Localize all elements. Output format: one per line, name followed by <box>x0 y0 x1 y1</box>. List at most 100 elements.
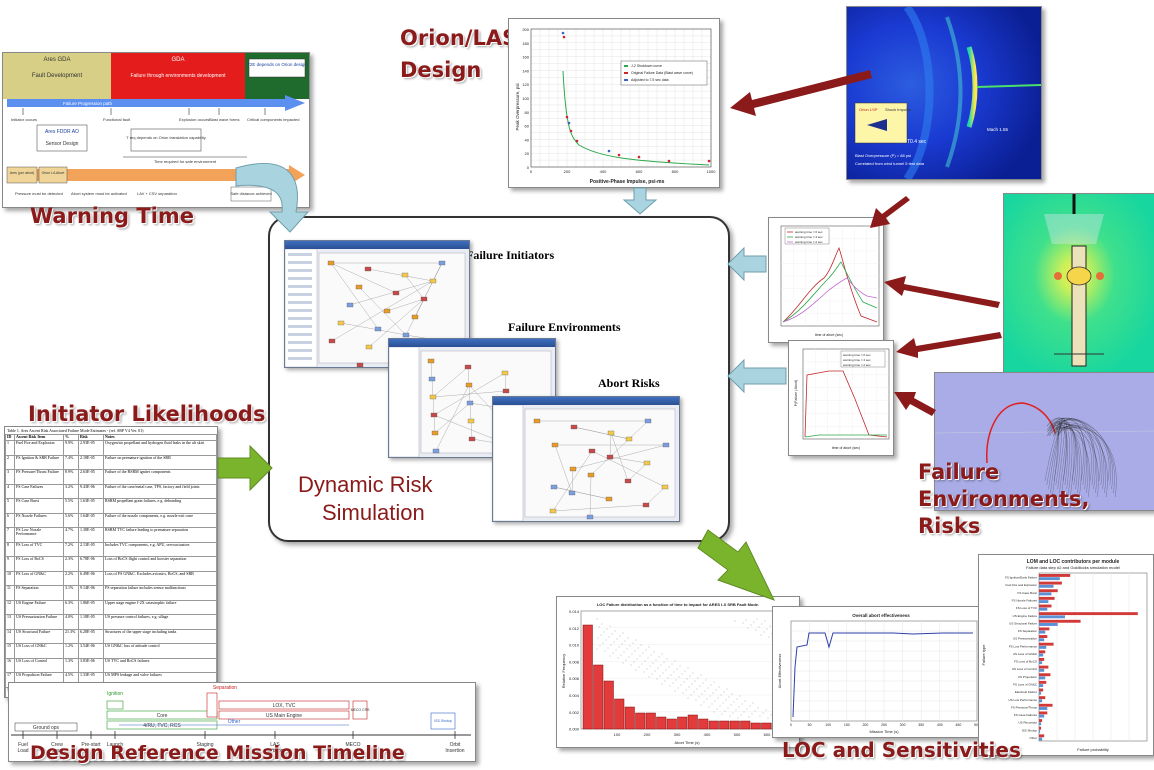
hist-scatter-point <box>714 700 716 702</box>
loc-histogram-svg: LOC Failure distribution as a function o… <box>561 602 794 745</box>
hist-scatter-point <box>717 697 719 699</box>
hist-scatter-point <box>731 693 733 695</box>
orion-ytick: 20 <box>525 151 530 156</box>
hist-scatter-point <box>666 658 668 660</box>
sim-network-edge <box>330 262 397 294</box>
hist-scatter-point <box>654 670 656 672</box>
orion-las-label-line2: Design <box>400 58 482 82</box>
hist-ytick: 0.010 <box>569 643 580 648</box>
sim-tree-item <box>288 349 312 352</box>
sim-network-node <box>551 442 559 448</box>
table-header-cell: Notes <box>103 434 217 441</box>
hist-scatter-point <box>664 680 666 682</box>
hist-scatter-point <box>751 713 753 715</box>
sim-network-node <box>411 314 419 320</box>
hist-scatter-point <box>681 673 683 675</box>
orion-ylabel: Peak Overpressure, psi <box>515 83 520 130</box>
contrib-loc-bar <box>1039 676 1046 680</box>
sim-network-node <box>549 508 557 514</box>
orion-point <box>607 149 611 153</box>
drm-event-label: Fuel <box>18 742 28 748</box>
hist-scatter-point <box>737 717 739 719</box>
sim-network-edge <box>434 402 471 434</box>
hist-scatter-point <box>675 679 677 681</box>
warning-time-diagram: Ares GDA GDA Fault Development Failure t… <box>3 53 309 207</box>
hist-bar <box>698 718 709 730</box>
arrow-cfd2-to-env2 <box>896 332 1002 358</box>
sim-network-node <box>428 376 436 382</box>
drm-event-label: LAS <box>270 742 280 748</box>
contrib-loc-bar <box>1039 600 1049 604</box>
hist-scatter-point <box>614 630 616 632</box>
sim-network-edge <box>590 420 649 476</box>
sim-network-node <box>364 266 372 272</box>
hist-scatter-point <box>598 626 600 628</box>
failure-env-label-3: Risks <box>918 514 981 538</box>
orion-ytick: 180 <box>522 41 529 46</box>
hist-scatter-point <box>627 637 629 639</box>
orion-ytick: 140 <box>522 68 529 73</box>
contrib-loc-bar <box>1039 714 1045 718</box>
sim-tree-item <box>288 301 312 304</box>
hist-scatter-point <box>723 691 725 693</box>
hist-ytick: 0.014 <box>569 609 580 614</box>
contrib-category-label: US Loss of Control <box>1012 667 1038 671</box>
hist-bar <box>677 716 688 730</box>
contrib-loc-bar <box>1039 668 1045 672</box>
hist-scatter-point <box>689 675 691 677</box>
hist-scatter-point <box>660 664 662 666</box>
drm-event-label: Crew <box>51 742 63 748</box>
hist-scatter-point <box>741 703 743 705</box>
hist-scatter-point <box>716 708 718 710</box>
hist-ytick: 0.000 <box>569 727 580 732</box>
hist-scatter-point <box>625 659 627 661</box>
hist-xtick: 200 <box>644 732 651 737</box>
orion-point <box>569 129 573 133</box>
warning-arrow-text: Failure Progression path <box>63 101 113 106</box>
sim-network-node <box>661 484 669 490</box>
hist-scatter-point <box>743 711 745 713</box>
hist-scatter-point <box>603 631 605 633</box>
hist-scatter-point <box>641 663 643 665</box>
hist-scatter-point <box>619 635 621 637</box>
drm-bar-core: Core <box>157 713 168 719</box>
hist-scatter-point <box>653 651 655 653</box>
drm-event-label: Launch <box>107 742 124 748</box>
warning-bottom-4: Safe distance achieved <box>230 191 271 196</box>
sim-tree-item <box>288 333 312 336</box>
hist-bar <box>656 716 667 730</box>
sim-network-edge <box>430 360 433 380</box>
hist-scatter-point <box>745 619 747 621</box>
sim-network-node <box>625 436 633 442</box>
failure-env-chart-2-svg: warning time = 6 sec warning time = 4 se… <box>794 348 890 450</box>
env1-legend-3: warning time = 2 sec <box>795 240 823 244</box>
debris-trajectory-image <box>934 372 1154 511</box>
contrib-lom-bar <box>1039 619 1081 623</box>
orion-ytick: 80 <box>525 110 530 115</box>
sim-tree-item <box>288 269 312 272</box>
orion-ytick: 0 <box>527 165 530 170</box>
initiator-likelihoods-table-panel: Table 1. Ares Ascent Risk Associated Fai… <box>4 426 218 698</box>
hist-scatter-point <box>684 670 686 672</box>
drm-bar-meco: MECO CRS <box>351 708 371 712</box>
hist-scatter-point <box>673 671 675 673</box>
hist-ytick: 0.004 <box>569 693 580 698</box>
hist-bar <box>624 706 635 730</box>
hist-scatter-point <box>648 676 650 678</box>
env1-legend-1: warning time = 6 sec <box>795 230 823 234</box>
sim-network-node <box>605 496 613 502</box>
sim-network-edge <box>609 456 648 464</box>
hist-scatter-point <box>756 618 758 620</box>
sim-network-edge <box>554 444 573 494</box>
sim-tree-item <box>288 357 312 360</box>
sim-network-node <box>429 278 437 284</box>
hist-scatter-point <box>698 696 700 698</box>
eff-xtick: 200 <box>862 723 868 727</box>
hist-scatter-point <box>677 687 679 689</box>
hist-scatter-point <box>728 696 730 698</box>
hist-scatter-point <box>661 683 663 685</box>
hist-scatter-point <box>766 628 768 630</box>
hist-scatter-point <box>697 677 699 679</box>
